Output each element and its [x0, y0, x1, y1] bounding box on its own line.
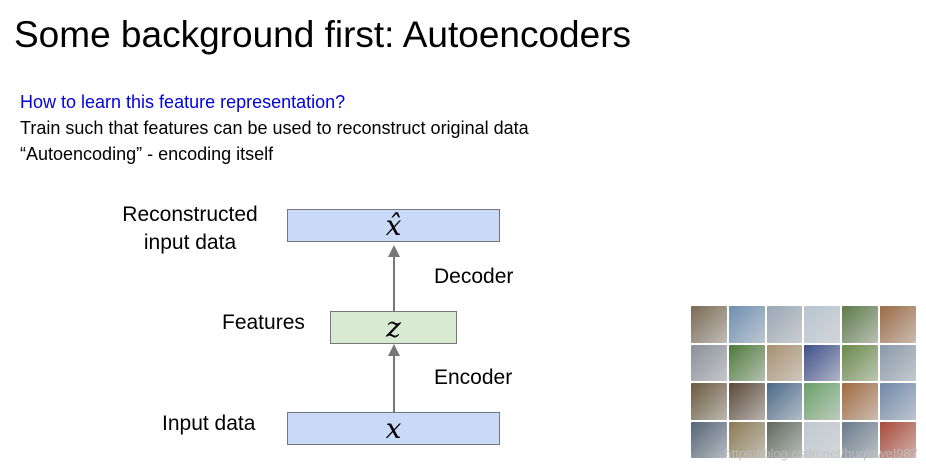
input-label: Input data — [162, 412, 256, 435]
image-thumbnail — [728, 306, 765, 343]
reconstructed-box: x̂ — [287, 209, 500, 242]
image-thumbnail — [880, 421, 916, 458]
image-thumbnail — [691, 383, 727, 420]
explanation-line-2: “Autoencoding” - encoding itself — [20, 144, 274, 164]
slide-title: Some background first: Autoencoders — [14, 14, 632, 55]
encoder-label: Encoder — [434, 366, 513, 389]
image-thumbnail — [804, 383, 841, 420]
image-thumbnail — [691, 306, 727, 343]
image-thumbnail — [804, 344, 841, 381]
reconstructed-label: Reconstructed input data — [110, 201, 270, 257]
xhat-symbol: x̂ — [385, 208, 402, 242]
features-box: z — [330, 311, 457, 344]
z-symbol: z — [386, 310, 401, 344]
image-thumbnail — [842, 383, 879, 420]
watermark-text: https://blog.csdn.net/huqinweI987 — [724, 446, 918, 461]
image-thumbnail — [766, 383, 803, 420]
encoder-arrowhead — [388, 344, 400, 356]
image-thumbnail — [804, 306, 841, 343]
image-thumbnail — [880, 344, 916, 381]
decoder-arrow — [393, 255, 395, 311]
image-thumbnail — [728, 421, 765, 458]
image-thumbnail — [842, 344, 879, 381]
image-thumbnail — [728, 383, 765, 420]
decoder-label: Decoder — [434, 265, 514, 288]
x-symbol: x — [385, 411, 402, 445]
image-thumbnail — [842, 421, 879, 458]
image-thumbnail — [804, 421, 841, 458]
image-thumbnail — [842, 306, 879, 343]
image-thumbnail — [691, 421, 727, 458]
encoder-arrow — [393, 354, 395, 412]
image-thumbnail — [691, 344, 727, 381]
input-box: x — [287, 412, 500, 445]
reconstructed-label-line2: input data — [143, 231, 237, 254]
reconstructed-label-line1: Reconstructed — [122, 203, 258, 226]
image-thumbnail — [766, 306, 803, 343]
explanation-line-1: Train such that features can be used to … — [20, 118, 529, 138]
image-thumbnail — [766, 421, 803, 458]
decoder-arrowhead — [388, 245, 400, 257]
image-thumbnail — [766, 344, 803, 381]
image-thumbnail — [728, 344, 765, 381]
image-thumbnail-grid — [691, 306, 916, 458]
question-text: How to learn this feature representation… — [20, 92, 346, 112]
image-thumbnail — [880, 383, 916, 420]
image-thumbnail — [880, 306, 916, 343]
features-label: Features — [222, 311, 305, 334]
